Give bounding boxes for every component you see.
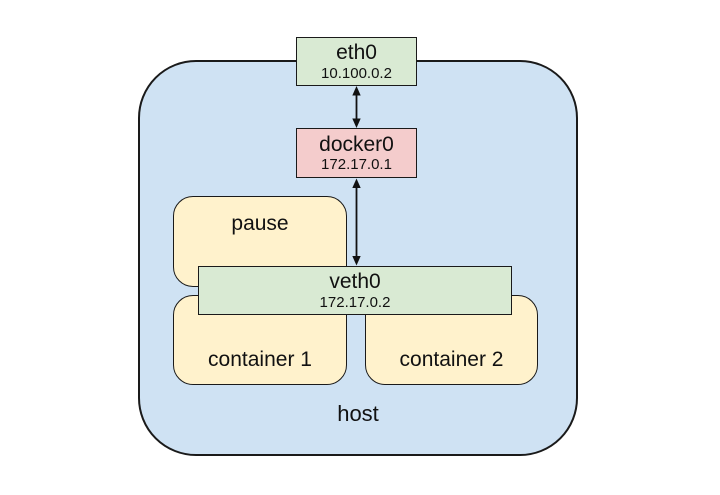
veth0-title: veth0 bbox=[329, 270, 381, 294]
docker0-ip: 172.17.0.1 bbox=[321, 156, 392, 174]
docker0-title: docker0 bbox=[319, 132, 394, 156]
eth0-node: eth0 10.100.0.2 bbox=[296, 37, 417, 86]
container1-label: container 1 bbox=[208, 348, 312, 371]
eth0-ip: 10.100.0.2 bbox=[321, 64, 392, 82]
pause-label: pause bbox=[231, 212, 289, 235]
veth0-ip: 172.17.0.2 bbox=[319, 293, 391, 311]
host-label: host bbox=[337, 401, 379, 426]
container2-label: container 2 bbox=[399, 348, 504, 371]
eth0-title: eth0 bbox=[336, 41, 377, 65]
veth0-node: veth0 172.17.0.2 bbox=[198, 266, 512, 315]
docker0-node: docker0 172.17.0.1 bbox=[296, 128, 417, 178]
